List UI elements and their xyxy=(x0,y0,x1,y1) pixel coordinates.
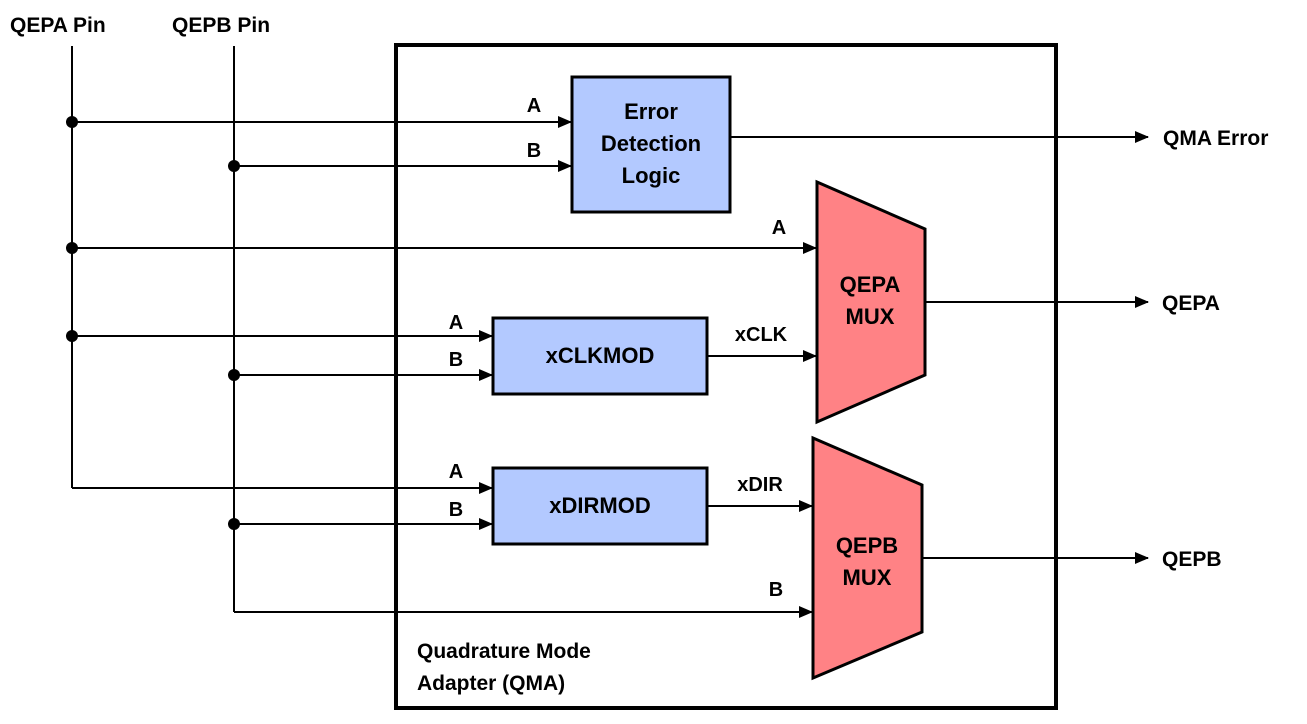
qepa-mux xyxy=(815,179,927,425)
xclkmod-input-a-label: A xyxy=(449,312,463,334)
error-detection-logic-block xyxy=(570,75,732,214)
qepa-mux-label-1: QEPA xyxy=(840,272,901,297)
error-detection-label-3: Logic xyxy=(622,163,681,188)
xclkmod-input-b-label: B xyxy=(449,349,463,371)
xdir-signal-label: xDIR xyxy=(737,474,783,496)
xclkmod-label: xCLKMOD xyxy=(546,343,655,368)
qma-title-line-1: Quadrature Mode xyxy=(417,640,591,663)
qma-title-line-2: Adapter (QMA) xyxy=(417,672,565,695)
qepa-mux-input-a-label: A xyxy=(772,217,786,239)
error-detection-label-1: Error xyxy=(624,99,678,124)
qepa-output-label: QEPA xyxy=(1162,292,1220,315)
qepb-output-label: QEPB xyxy=(1162,548,1222,571)
qma-error-output-label: QMA Error xyxy=(1163,127,1268,150)
xclkmod-block xyxy=(491,316,709,396)
xdirmod-input-b-label: B xyxy=(449,499,463,521)
qepa-pin-label: QEPA Pin xyxy=(10,14,106,37)
xclk-signal-label: xCLK xyxy=(735,324,788,346)
error-detection-input-a-label: A xyxy=(527,95,541,117)
qepb-mux-input-b-label: B xyxy=(769,579,783,601)
qepb-mux xyxy=(811,435,924,681)
qepb-mux-label-2: MUX xyxy=(843,565,892,590)
error-detection-input-b-label: B xyxy=(527,140,541,162)
xdirmod-label: xDIRMOD xyxy=(549,493,650,518)
error-detection-label-2: Detection xyxy=(601,131,701,156)
qepb-mux-label-1: QEPB xyxy=(836,533,898,558)
xdirmod-input-a-label: A xyxy=(449,461,463,483)
qepb-pin-label: QEPB Pin xyxy=(172,14,270,37)
qepa-mux-label-2: MUX xyxy=(846,304,895,329)
